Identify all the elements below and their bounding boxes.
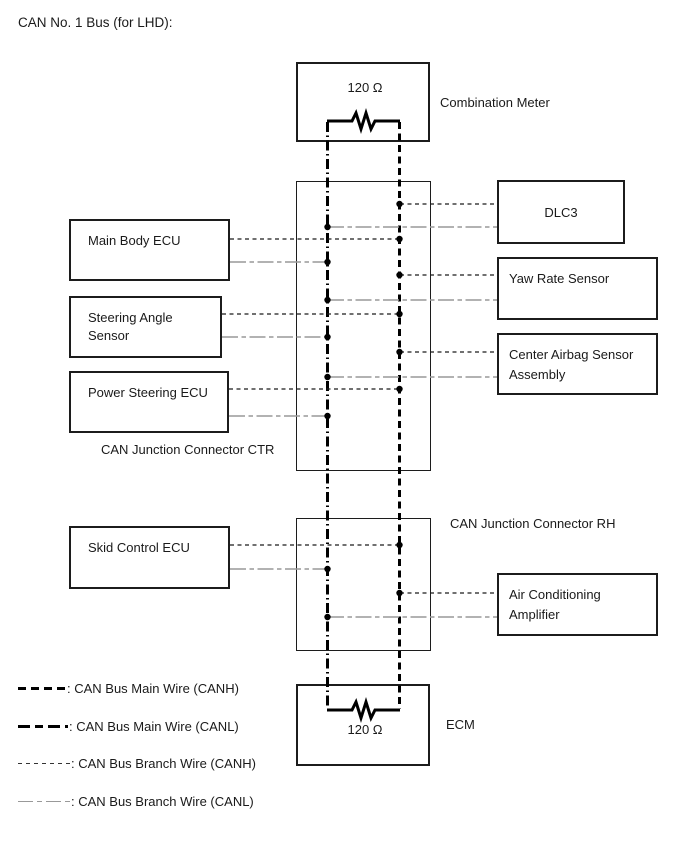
legend-row-branch-canh: : CAN Bus Branch Wire (CANH) — [18, 756, 256, 771]
device-label: Steering Angle Sensor — [88, 310, 173, 343]
device-box-yaw-rate-sensor: Yaw Rate Sensor — [497, 257, 658, 320]
main-canl-line-swatch — [18, 725, 68, 728]
legend-row-main-canl: : CAN Bus Main Wire (CANL) — [18, 719, 239, 734]
ecm-label: ECM — [446, 717, 475, 732]
junction-connector-ctr-box — [296, 181, 431, 471]
device-label: Power Steering ECU — [88, 385, 208, 400]
junction-ctr-label: CAN Junction Connector CTR — [101, 442, 275, 457]
device-box-steering-angle-sensor: Steering Angle Sensor — [69, 296, 222, 358]
top-resistor-value: 120 Ω — [347, 80, 383, 95]
device-box-skid-control-ecu: Skid Control ECU — [69, 526, 230, 589]
legend-label: : CAN Bus Branch Wire (CANL) — [71, 794, 254, 809]
device-label: Air Conditioning Amplifier — [509, 587, 601, 622]
device-box-power-steering-ecu: Power Steering ECU — [69, 371, 229, 433]
device-label: Main Body ECU — [88, 233, 181, 248]
bottom-resistor-value: 120 Ω — [347, 722, 383, 737]
device-box-main-body-ecu: Main Body ECU — [69, 219, 230, 281]
device-label: Skid Control ECU — [88, 540, 190, 555]
device-label: DLC3 — [544, 204, 578, 220]
device-box-air-conditioning-amplifier: Air Conditioning Amplifier — [497, 573, 658, 636]
legend-label: : CAN Bus Main Wire (CANH) — [67, 681, 239, 696]
legend-row-branch-canl: : CAN Bus Branch Wire (CANL) — [18, 794, 254, 809]
device-box-dlc3: DLC3 — [497, 180, 625, 244]
legend-row-main-canh: : CAN Bus Main Wire (CANH) — [18, 681, 239, 696]
main-canh-line-swatch — [18, 687, 66, 690]
junction-rh-label: CAN Junction Connector RH — [450, 516, 616, 531]
branch-canh-line-swatch — [18, 763, 70, 764]
junction-connector-rh-box — [296, 518, 431, 651]
device-box-center-airbag-sensor: Center Airbag Sensor Assembly — [497, 333, 658, 395]
diagram-title: CAN No. 1 Bus (for LHD): — [18, 15, 173, 30]
branch-canl-line-swatch — [18, 801, 70, 802]
combination-meter-label: Combination Meter — [440, 95, 550, 110]
combination-meter-box — [296, 62, 430, 142]
legend-label: : CAN Bus Branch Wire (CANH) — [71, 756, 256, 771]
legend-label: : CAN Bus Main Wire (CANL) — [69, 719, 239, 734]
device-label: Center Airbag Sensor Assembly — [509, 347, 634, 382]
device-label: Yaw Rate Sensor — [509, 271, 610, 286]
